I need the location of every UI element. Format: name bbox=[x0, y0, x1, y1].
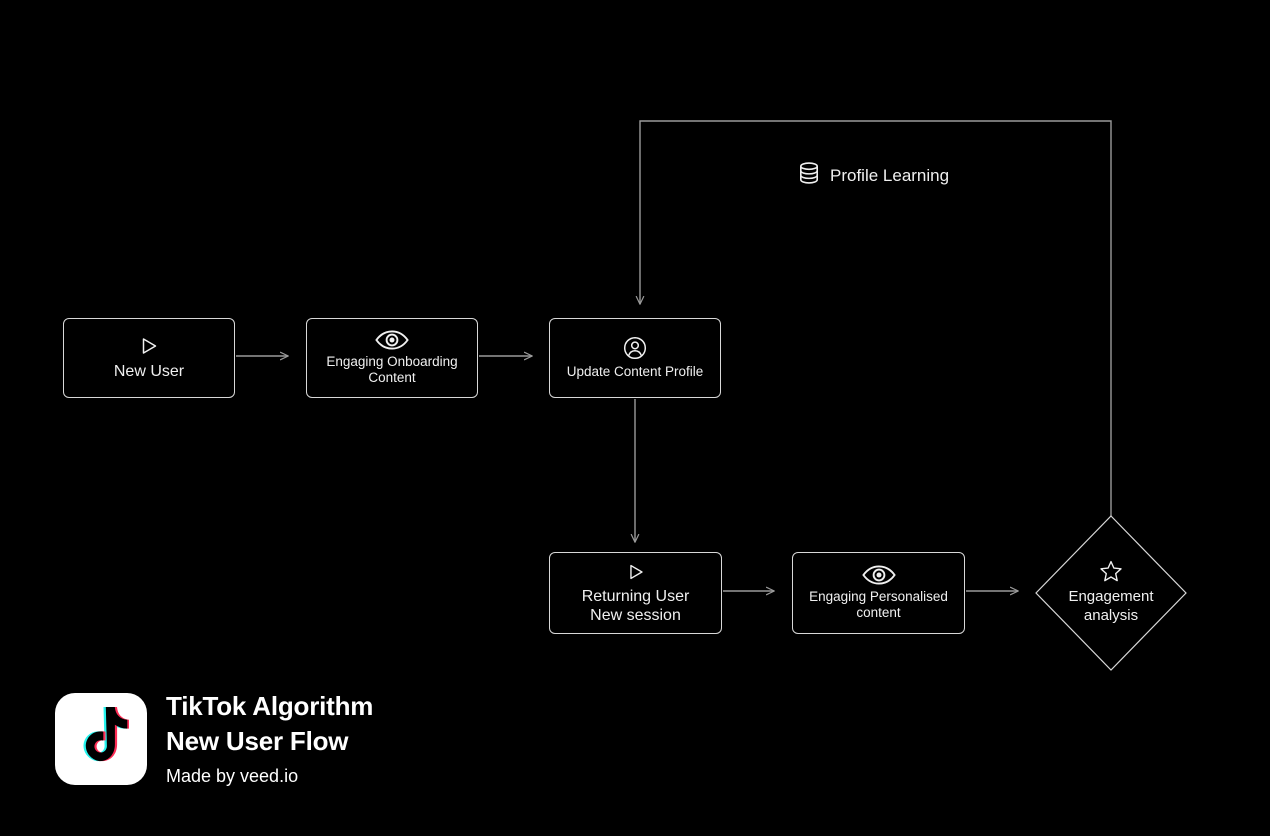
user-circle-icon bbox=[623, 336, 647, 360]
eye-icon bbox=[374, 330, 410, 350]
node-update-content-profile[interactable]: Update Content Profile bbox=[549, 318, 721, 398]
annotation-label: Profile Learning bbox=[830, 165, 950, 185]
node-label: Engaging Onboarding Content bbox=[326, 353, 458, 385]
tiktok-logo bbox=[55, 692, 147, 785]
tiktok-note-glyph bbox=[83, 706, 129, 761]
footer-text: TikTok Algorithm New User Flow Made by v… bbox=[166, 689, 373, 789]
play-icon bbox=[623, 561, 649, 583]
annotation-profile-learning: Profile Learning bbox=[798, 161, 949, 190]
node-label: Update Content Profile bbox=[566, 363, 704, 379]
diamond-content: Engagement analysis bbox=[1068, 560, 1154, 626]
node-engagement-analysis[interactable]: Engagement analysis bbox=[1034, 514, 1188, 672]
play-icon bbox=[136, 334, 162, 358]
footer-subtitle: Made by veed.io bbox=[166, 766, 299, 787]
node-label: Engagement analysis bbox=[1068, 588, 1154, 624]
footer: TikTok Algorithm New User Flow Made by v… bbox=[55, 689, 373, 789]
node-returning-user-new-session[interactable]: Returning User New session bbox=[549, 552, 722, 634]
database-icon bbox=[798, 161, 820, 190]
node-label: Returning User New session bbox=[581, 587, 690, 624]
node-new-user[interactable]: New User bbox=[63, 318, 235, 398]
star-icon bbox=[1099, 560, 1123, 588]
node-engaging-personalised-content[interactable]: Engaging Personalised content bbox=[792, 552, 965, 634]
footer-title: TikTok Algorithm New User Flow bbox=[166, 691, 374, 756]
node-label: New User bbox=[113, 363, 185, 381]
node-label: Engaging Personalised content bbox=[809, 588, 948, 620]
node-engaging-onboarding-content[interactable]: Engaging Onboarding Content bbox=[306, 318, 478, 398]
eye-icon bbox=[861, 565, 897, 585]
